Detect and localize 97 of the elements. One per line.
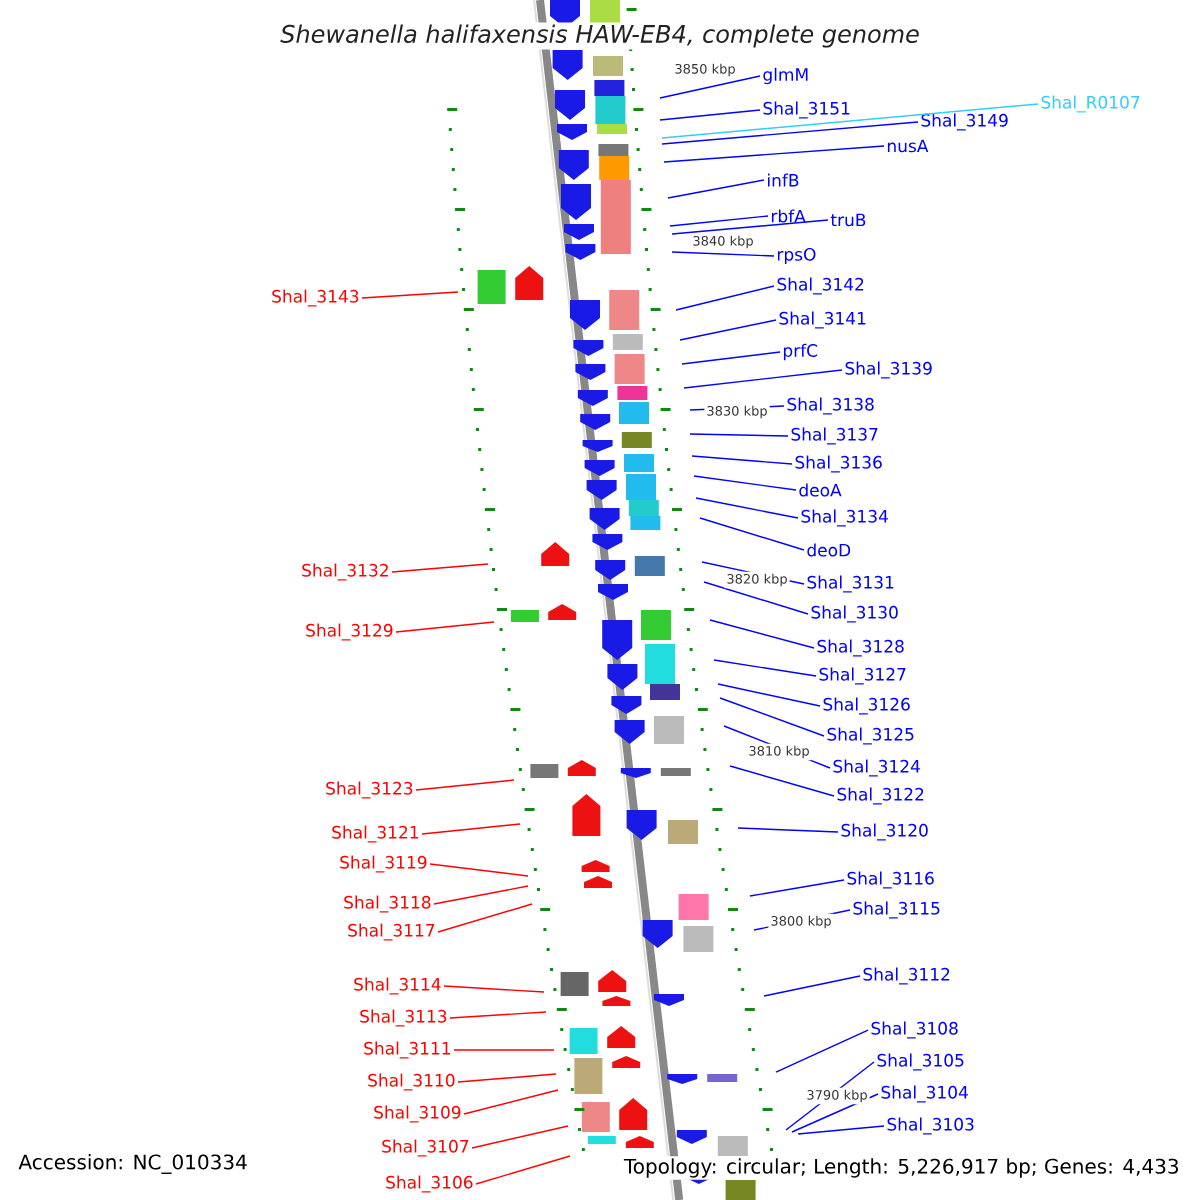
genome-info-label: Topology: circular; Length: 5,226,917 bp; Genes: 4,433 [621,1156,1182,1180]
gene-label: Shal_3116 [847,871,934,889]
gene-label: Shal_3129 [306,623,393,641]
gene-label: Shal_3127 [819,667,906,685]
title: Shewanella halifaxensis HAW-EB4, complete genome [278,22,922,50]
gene-label: deoA [799,483,842,497]
leader-line [475,1155,571,1185]
leader-line [663,145,885,163]
gene-label: Shal_3126 [823,697,910,715]
leader-line [669,215,769,227]
leader-line [737,827,839,833]
gene-label: Shal_3143 [272,289,359,307]
leader-line [361,291,459,299]
leader-line [463,1089,559,1115]
leader-line [695,497,799,519]
gene-label: Shal_3115 [853,901,940,919]
leader-line [471,1125,569,1149]
gene-label: Shal_3121 [332,825,419,843]
gene-label: Shal_3109 [374,1105,461,1123]
gene-label: Shal_3112 [863,967,950,985]
leader-line [659,109,761,121]
gene-label: Shal_3124 [833,759,920,777]
gene-label: Shal_3104 [881,1085,968,1103]
gene-label: Shal_3139 [845,361,932,379]
leader-line [671,251,775,257]
leader-line [433,885,529,905]
gene-label: Shal_3131 [807,575,894,593]
gene-label: Shal_3132 [302,563,388,581]
leader-line [683,369,843,389]
gene-label: Shal_3137 [791,427,878,445]
leader-line [679,319,777,341]
leader-line [415,779,515,791]
leader-line [667,179,765,199]
gene-label: Shal_3122 [837,787,924,805]
leader-line [449,1011,547,1019]
gene-label: Shal_3106 [386,1175,473,1193]
gene-label: Shal_3151 [763,101,850,119]
gene-label: Shal_3142 [777,277,864,295]
leader-line [719,697,825,737]
leader-line [395,621,495,633]
gene-label: Shal_3114 [354,977,441,995]
gene-label: Shal_3103 [887,1117,974,1135]
gene-label: Shal_3107 [382,1139,469,1157]
leader-line [699,517,805,551]
leader-line [689,433,789,437]
leader-line [429,863,529,877]
leader-line [443,985,545,993]
leader-line [709,619,815,649]
gene-label: Shal_3119 [340,855,427,873]
leader-line [717,683,821,707]
gene-label: Shal_3108 [871,1021,958,1039]
leader-line [391,563,489,573]
gene-label: prfC [783,343,818,361]
gene-label: Shal_3149 [921,113,1008,131]
gene-label: glmM [763,67,808,85]
leader-line [729,765,835,797]
leader-line [775,1029,869,1073]
gene-label: Shal_3128 [817,639,904,657]
leader-line [453,1049,555,1051]
gene-label: Shal_3123 [326,781,413,799]
gene-label: truB [830,213,866,227]
accession-label: Accession: NC_010334 [16,1152,250,1176]
leader-line [749,879,845,897]
gene-label: rpsO [777,247,816,265]
gene-label: Shal_3141 [779,311,866,329]
leader-line [661,103,1039,139]
leader-line [797,1125,885,1135]
leader-line [703,581,809,615]
gene-label: rbfA [771,209,806,223]
leader-line [691,455,793,465]
leader-line [437,903,533,933]
gene-label: Shal_3134 [801,509,888,527]
gene-label: Shal_3130 [811,605,898,623]
gene-label: Shal_3113 [360,1009,447,1027]
gene-label: Shal_R0107 [1041,95,1140,113]
gene-label: Shal_3105 [877,1053,964,1071]
gene-label: Shal_3120 [841,823,928,841]
gene-label: nusA [887,139,929,153]
leader-line [681,351,781,365]
leader-line [671,219,829,235]
gene-label: Shal_3111 [364,1041,451,1059]
gene-label: deoD [807,543,851,557]
leader-line [457,1073,557,1083]
leader-line [675,285,775,311]
gene-label: Shal_3138 [787,397,874,415]
leader-line [659,75,761,99]
gene-label: infB [768,173,799,187]
leader-line [661,121,919,145]
leader-line [713,659,817,677]
gene-label: Shal_3136 [795,455,882,473]
leader-line [421,823,521,835]
gene-label: Shal_3118 [344,895,431,913]
gene-label: Shal_3125 [827,727,914,745]
leader-line [693,475,797,491]
gene-label: Shal_3117 [348,923,435,941]
leader-line [763,975,861,997]
gene-label: Shal_3110 [368,1073,455,1091]
